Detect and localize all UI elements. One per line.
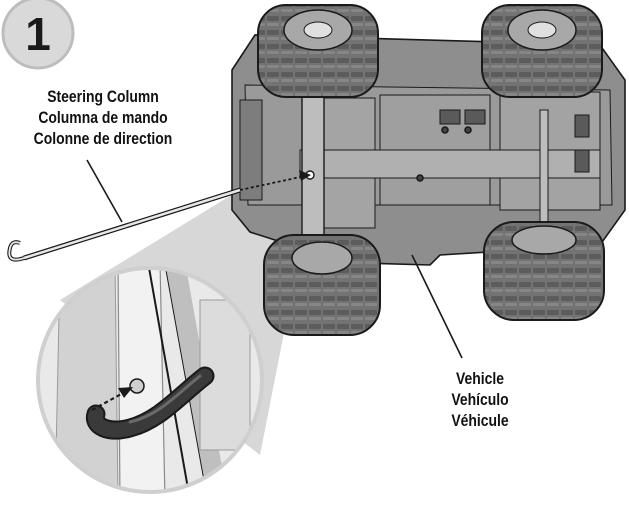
steering-leader-line [86, 159, 123, 223]
vehicle-label-spanish: Vehículo [451, 390, 509, 409]
step-number: 1 [25, 8, 51, 60]
vehicle-label: Vehicle Vehículo Véhicule [431, 368, 529, 431]
vehicle-label-english: Vehicle [455, 369, 505, 388]
vehicle-label-french: Véhicule [451, 411, 509, 430]
steering-label-spanish: Columna de mando [38, 108, 168, 127]
tire-rear-left [263, 234, 381, 336]
insertion-arrow [239, 170, 311, 191]
step-badge [1, 0, 75, 70]
tire-front-left [257, 4, 379, 98]
steering-column-label: Steering Column Columna de mando Colonne… [17, 86, 189, 149]
steering-label-french: Colonne de direction [33, 129, 173, 148]
vehicle-leader-line [411, 254, 463, 359]
detail-magnifier [36, 266, 264, 494]
tire-front-right [481, 4, 603, 98]
steering-column-rod [7, 187, 241, 262]
steering-label-english: Steering Column [47, 87, 159, 106]
tire-rear-right [483, 221, 605, 321]
